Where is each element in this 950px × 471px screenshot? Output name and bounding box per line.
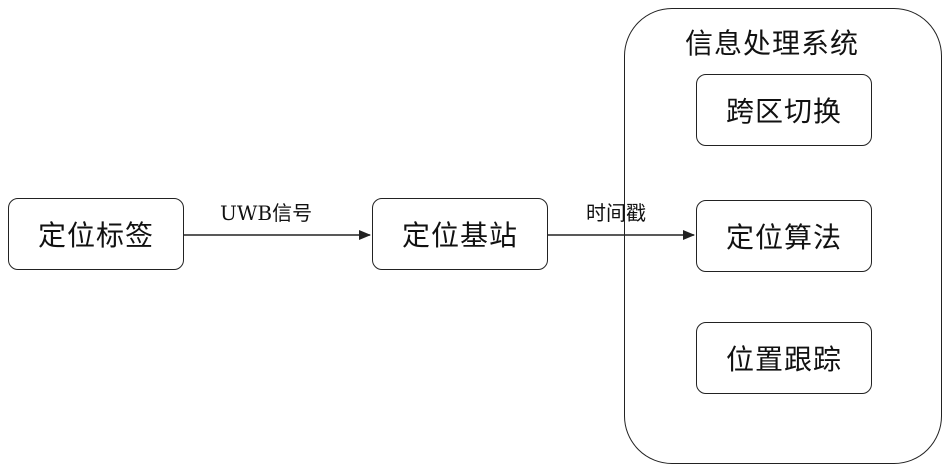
node-base-station: 定位基站 [372,198,548,270]
node-positioning-tag: 定位标签 [8,198,184,270]
node-positioning-algorithm: 定位算法 [696,200,872,272]
group-title: 信息处理系统 [685,27,860,60]
edge-label-uwb-signal: UWB信号 [220,201,313,225]
node-position-tracking: 位置跟踪 [696,322,872,394]
info-processing-system-group [624,8,942,464]
node-cross-zone-handover: 跨区切换 [696,74,872,146]
edge-label-timestamp: 时间戳 [586,201,646,225]
